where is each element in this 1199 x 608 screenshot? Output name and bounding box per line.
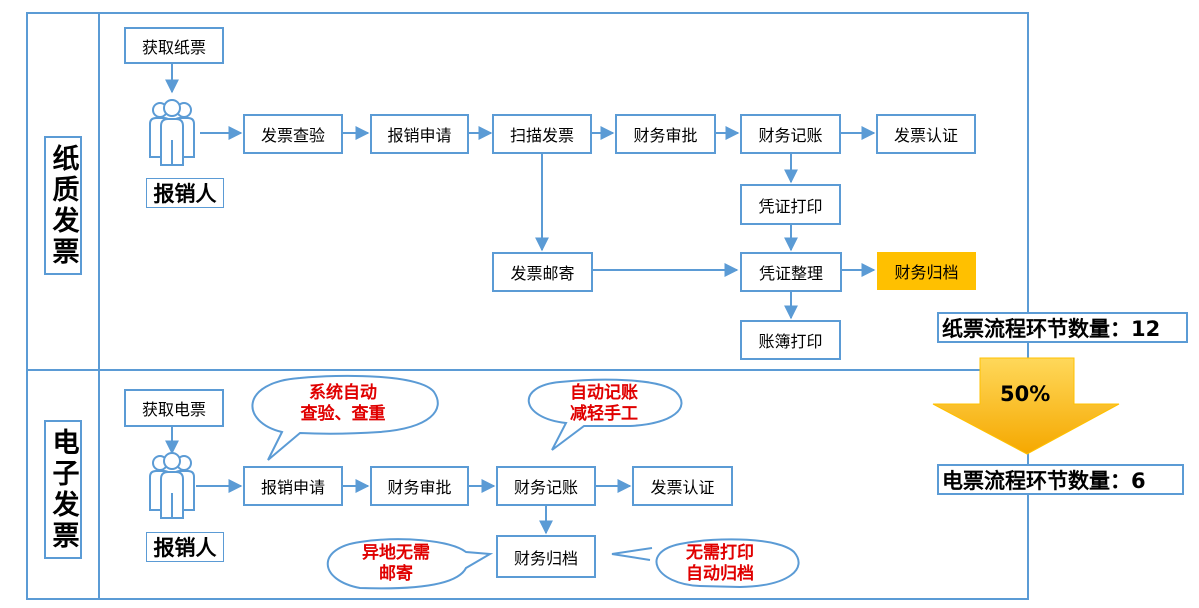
- bubble-no-print: [611, 538, 800, 589]
- paper-archive-node: 财务归档: [877, 252, 976, 290]
- bubble-auto-book: [527, 378, 683, 451]
- section-label-paper: 纸质发票: [44, 136, 82, 275]
- bubble-no-print-text: 无需打印 自动归档: [660, 543, 780, 585]
- paper-voucher-sort-node: 凭证整理: [740, 252, 842, 292]
- people-icon: [149, 452, 195, 519]
- electronic-get-ticket-node: 获取电票: [124, 389, 224, 427]
- electronic-bookkeep-node: 财务记账: [496, 466, 596, 506]
- outer-frame: [26, 12, 1029, 600]
- bubble-auto-book-line1: 自动记账: [570, 383, 638, 403]
- paper-actor-label: 报销人: [146, 178, 224, 208]
- bubble-auto-check-line2: 查验、查重: [300, 404, 386, 424]
- bubble-auto-book-line2: 减轻手工: [570, 404, 638, 424]
- paper-approve-node: 财务审批: [615, 114, 716, 154]
- bubble-auto-check-text: 系统自动 查验、查重: [283, 383, 403, 425]
- bubble-no-print-line1: 无需打印: [686, 543, 754, 563]
- bubble-no-mail-line2: 邮寄: [379, 564, 413, 584]
- bubble-auto-book-text: 自动记账 减轻手工: [544, 383, 664, 425]
- reduction-percent: 50%: [1000, 382, 1051, 406]
- section-label-electronic-text: 电子发票: [47, 427, 79, 552]
- section-label-paper-text: 纸质发票: [47, 143, 79, 268]
- paper-ledger-print-node: 账簿打印: [740, 320, 841, 360]
- paper-bookkeep-node: 财务记账: [740, 114, 841, 154]
- electronic-certify-node: 发票认证: [632, 466, 733, 506]
- bubble-no-mail-text: 异地无需 邮寄: [336, 543, 456, 585]
- paper-apply-node: 报销申请: [370, 114, 469, 154]
- bubble-no-mail: [326, 538, 494, 590]
- electronic-count-label: 电票流程环节数量：6: [937, 464, 1184, 495]
- bubble-no-print-line2: 自动归档: [686, 564, 754, 584]
- paper-count-label: 纸票流程环节数量：12: [937, 312, 1188, 343]
- paper-verify-node: 发票查验: [243, 114, 343, 154]
- paper-voucher-print-node: 凭证打印: [740, 184, 841, 225]
- electronic-apply-node: 报销申请: [243, 466, 343, 506]
- bubble-auto-check: [251, 374, 439, 461]
- electronic-actor-label: 报销人: [146, 532, 224, 562]
- electronic-approve-node: 财务审批: [370, 466, 469, 506]
- paper-scan-node: 扫描发票: [492, 114, 592, 154]
- paper-get-ticket-node: 获取纸票: [124, 27, 224, 64]
- reduction-arrow-icon: [932, 357, 1120, 455]
- paper-certify-node: 发票认证: [876, 114, 976, 154]
- bubble-auto-check-line1: 系统自动: [309, 383, 377, 403]
- people-icon: [149, 99, 195, 166]
- electronic-archive-node: 财务归档: [496, 535, 596, 578]
- paper-mail-node: 发票邮寄: [492, 252, 593, 292]
- section-label-electronic: 电子发票: [44, 420, 82, 559]
- bubble-no-mail-line1: 异地无需: [362, 543, 430, 563]
